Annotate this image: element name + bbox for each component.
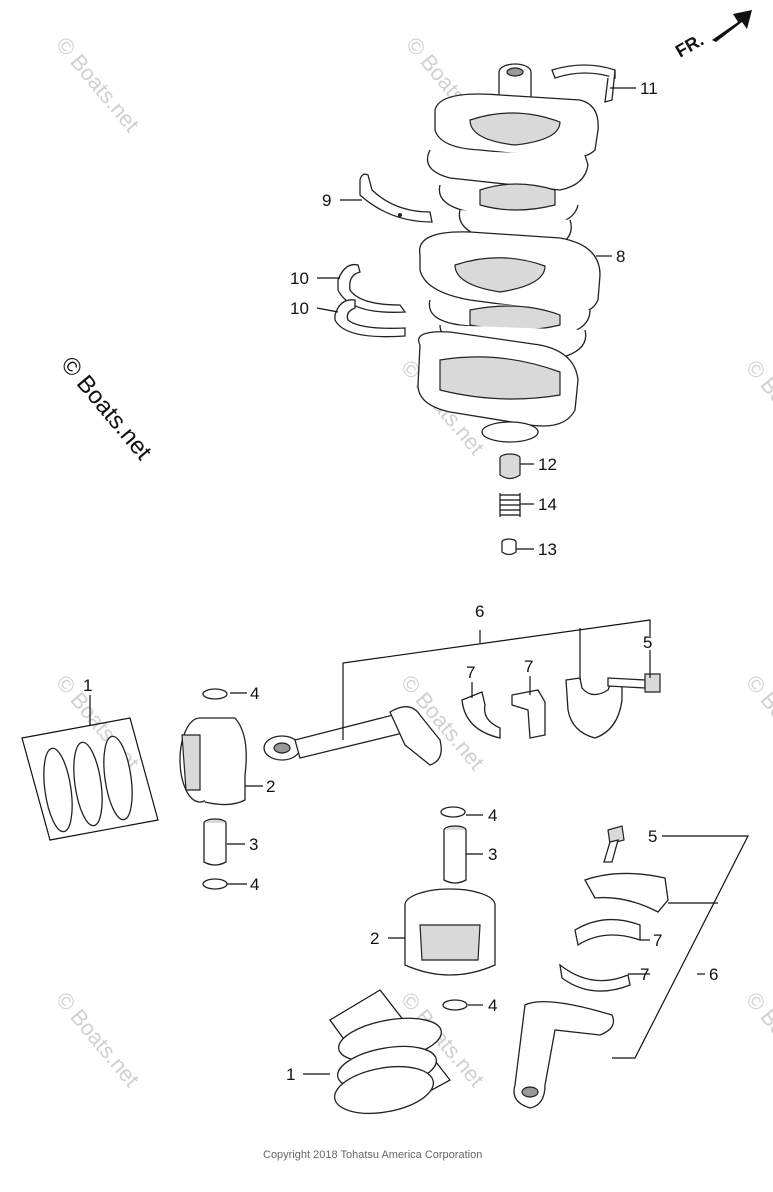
plug [501,538,517,556]
watermark-5: © Boats.net [51,670,144,774]
callout-12: 12 [538,455,557,474]
piston-lower [404,888,496,976]
leader-lines [89,87,749,1075]
callout-2-bottom: 2 [370,929,379,948]
piston-pin-clip-4 [442,999,468,1011]
conrod-cap-lower [584,872,669,913]
callout-14: 14 [538,495,557,514]
callout-4b: 4 [250,875,259,894]
callout-5-bottom: 5 [648,827,657,846]
callout-6-bottom: 6 [709,965,718,984]
callouts: 11 9 8 10 10 12 14 13 6 5 7 7 1 4 2 3 4 … [83,79,718,1084]
thrust-washers [334,263,407,338]
callout-11: 11 [640,79,658,98]
thrust-bearing [359,173,433,223]
callout-1-bottom: 1 [286,1065,295,1084]
pilot-bushing [499,453,521,480]
crankshaft [417,63,601,443]
callout-9: 9 [322,191,331,210]
callout-4d: 4 [488,996,497,1015]
piston-pin-clip-2 [202,878,228,890]
conrod-bolt-upper [607,673,661,693]
piston-ring-set-upper [21,717,159,841]
front-direction-indicator: FR. [672,10,752,61]
watermark-1: © Boats.net [51,32,144,136]
piston-upper [179,717,247,806]
conrod-bearing-set-lower [559,918,641,992]
piston-ring-set-lower [329,989,451,1114]
callout-7b: 7 [524,657,533,676]
piston-pin-upper [203,818,227,866]
front-arrow-icon [712,10,752,42]
spring [499,493,521,517]
connecting-rod-upper [263,706,442,766]
callout-4c: 4 [488,806,497,825]
watermark-7: © Boats.net [741,670,773,774]
front-direction-label: FR. [672,30,707,62]
connecting-rod-lower [513,1001,615,1109]
callout-7a: 7 [466,663,475,682]
conrod-bolt-lower [603,825,625,863]
callout-7d: 7 [640,965,649,984]
watermark-4: © Boats.net [741,355,773,459]
callout-7c: 7 [653,931,662,950]
callout-8: 8 [616,247,625,266]
watermark-8: © Boats.net [51,987,144,1091]
callout-13: 13 [538,540,557,559]
copyright-notice: Copyright 2018 Tohatsu America Corporati… [263,1149,482,1161]
callout-10b: 10 [290,299,309,318]
watermark-main: © Boats.net [55,352,157,466]
piston-pin-clip-1 [202,688,228,700]
conrod-bearing-set-upper [461,689,546,739]
callout-2-top: 2 [266,777,275,796]
main-bearing-upper [551,64,616,103]
callout-4a: 4 [250,684,259,703]
piston-pin-lower [443,825,467,884]
callout-10a: 10 [290,269,309,288]
callout-3-bottom: 3 [488,845,497,864]
callout-1-top: 1 [83,676,92,695]
callout-5-top: 5 [643,633,652,652]
callout-3-top: 3 [249,835,258,854]
piston-pin-clip-3 [440,806,466,818]
conrod-cap-upper [565,677,623,739]
watermark-10: © Boats.net [741,987,773,1091]
callout-6-top: 6 [475,602,484,621]
